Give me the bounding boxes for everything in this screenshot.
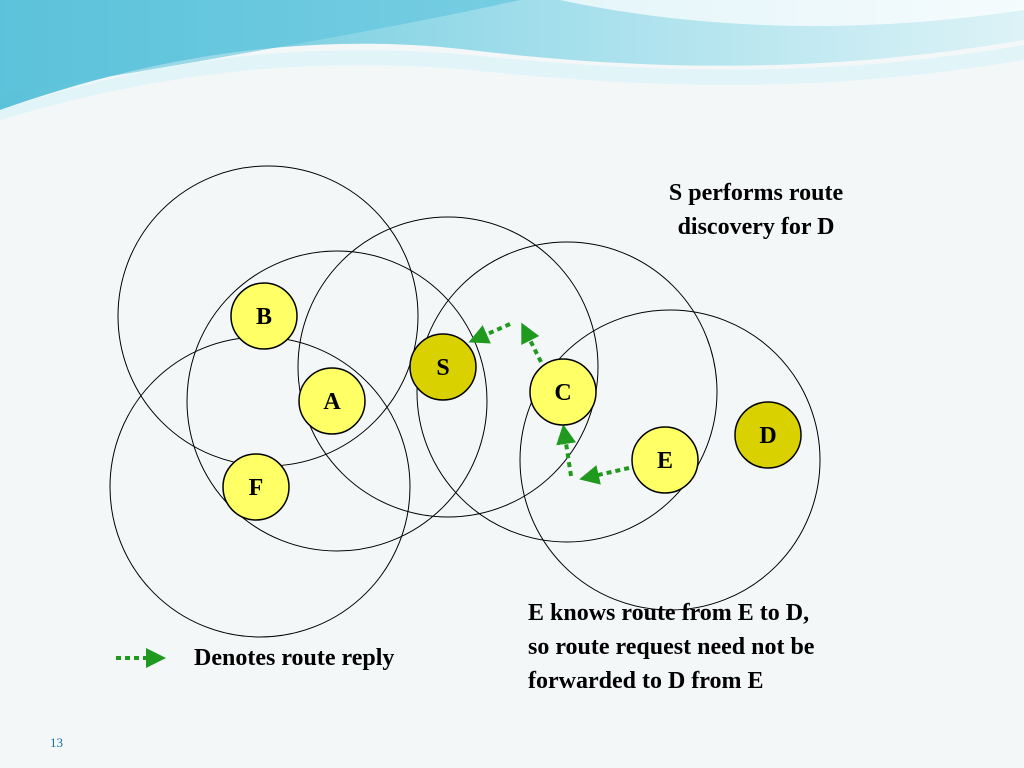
route-reply-arrow-to-s bbox=[468, 322, 511, 344]
route-discovery-caption: S performs route discovery for D bbox=[616, 176, 896, 244]
route-reply-path bbox=[468, 322, 630, 485]
node-label-d: D bbox=[759, 423, 776, 449]
legend-label: Denotes route reply bbox=[194, 645, 395, 671]
slide-number: 13 bbox=[50, 735, 63, 750]
node-label-a: A bbox=[323, 389, 341, 415]
e-knows-route-note: E knows route from E to D, so route requ… bbox=[528, 596, 948, 698]
caption-line: S performs route bbox=[668, 180, 844, 206]
node-f: F bbox=[222, 453, 290, 521]
route-reply-arrow-e-to-c bbox=[579, 465, 630, 485]
range-circle-s bbox=[297, 216, 599, 518]
range-circle-c bbox=[416, 241, 718, 543]
nodes: B A F S C E D bbox=[222, 282, 802, 521]
node-e: E bbox=[631, 426, 699, 494]
node-c: C bbox=[529, 358, 597, 426]
node-label-b: B bbox=[256, 304, 272, 330]
node-label-s: S bbox=[436, 355, 449, 381]
node-label-e: E bbox=[657, 448, 673, 474]
note-line: so route request need not be bbox=[528, 634, 815, 660]
range-circles bbox=[109, 165, 821, 638]
route-reply-arrow-c-to-s-up bbox=[521, 322, 543, 363]
node-s: S bbox=[409, 333, 477, 401]
range-circle-a bbox=[186, 250, 488, 552]
node-b: B bbox=[230, 282, 298, 350]
note-line: E knows route from E to D, bbox=[528, 600, 810, 626]
node-label-f: F bbox=[249, 475, 264, 501]
node-a: A bbox=[298, 367, 366, 435]
note-line: forwarded to D from E bbox=[528, 668, 764, 694]
caption-line: discovery for D bbox=[677, 214, 835, 240]
header-wave bbox=[0, 0, 1024, 120]
range-circle-e bbox=[519, 309, 821, 611]
node-label-c: C bbox=[554, 380, 571, 406]
node-d: D bbox=[734, 401, 802, 469]
route-reply-arrow-c-bend bbox=[556, 424, 576, 477]
